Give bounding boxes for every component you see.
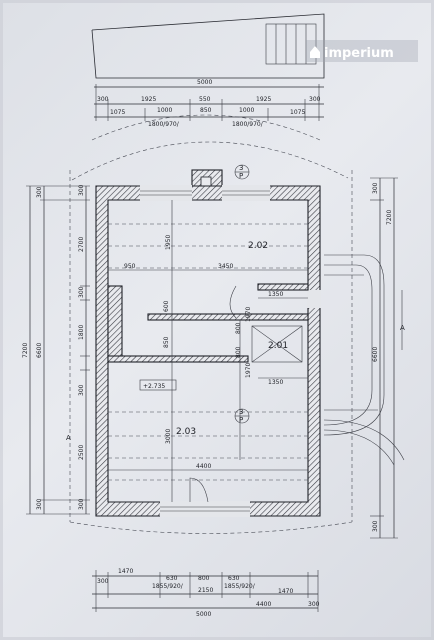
level-box [139, 379, 177, 391]
stair-marker-bottom-letter: P [239, 416, 243, 424]
dim-left-6: 300 [78, 498, 85, 510]
brand-name: imperium [324, 46, 394, 61]
brand-logo: imperium [306, 40, 418, 62]
dim-bottom-r1-2: 800 [198, 575, 210, 582]
roof-outline [69, 114, 353, 534]
dim-right-1: 300 [372, 520, 379, 532]
dim-1350-bottom: 1350 [268, 379, 283, 386]
dim-left-small-bottom: 300 [36, 498, 43, 510]
dim-top-r1-2: 550 [199, 96, 211, 103]
room-label-2-03: 2.03 [176, 427, 196, 437]
dim-bottom-r2-3: 1855/920/ [224, 583, 256, 590]
interior-walls [107, 283, 309, 363]
dim-top-r2-0: 1075 [110, 109, 125, 116]
bottom-dimensions: 1470 630 800 630 1470 300 1855/920/ 2150… [92, 568, 320, 618]
dim-right-0: 300 [372, 182, 379, 194]
dim-850: 850 [163, 336, 170, 348]
dim-bottom-r2-4: 4400 [256, 601, 271, 608]
dim-1970a: 1970 [245, 307, 252, 322]
interior-dim-lines [108, 269, 308, 471]
dim-top-r1-0: 300 [97, 96, 109, 103]
dim-1950: 1950 [165, 235, 172, 250]
dim-left-1: 2700 [78, 237, 85, 252]
floor-structure [108, 200, 308, 502]
dim-800b: 800 [235, 346, 242, 358]
dim-top-r2-1: 1000 [157, 107, 172, 114]
dim-top-opening-0: 1800/970/ [148, 121, 180, 128]
stair-marker-bottom: 3 P [234, 408, 250, 424]
dim-left-small-top: 300 [36, 186, 43, 198]
dim-top-r2-4: 1075 [290, 109, 305, 116]
dim-3000: 3000 [165, 429, 172, 444]
dim-left-total-inner: 6600 [36, 343, 43, 358]
stair-marker-bottom-num: 3 [239, 408, 243, 416]
dim-600: 600 [163, 300, 170, 312]
dim-800a: 800 [235, 322, 242, 334]
dim-left-0: 300 [78, 184, 85, 196]
stair-marker-top-letter: P [239, 172, 243, 180]
right-dimensions: 300 300 7200 6600 [370, 177, 398, 539]
dim-left-total-outer: 7200 [22, 343, 29, 358]
dim-bottom-r1-1: 630 [166, 575, 178, 582]
dim-1970b: 1970 [245, 363, 252, 378]
exterior-steps [323, 254, 405, 466]
dim-right-total-outer: 7200 [386, 210, 393, 225]
dim-top-r2-3: 1000 [239, 107, 254, 114]
entrance-door [189, 285, 237, 503]
dim-left-5: 2500 [78, 445, 85, 460]
dim-top-r1-1: 1925 [141, 96, 156, 103]
exterior-walls [95, 185, 321, 517]
dim-bottom-r1-3: 630 [228, 575, 240, 582]
dim-bottom-overall: 5000 [196, 611, 211, 618]
dim-bottom-r1-0: 1470 [118, 568, 133, 575]
dim-top-r1-4: 300 [309, 96, 321, 103]
level-label: +2.735 [143, 383, 165, 390]
dim-4400: 4400 [196, 463, 211, 470]
room-label-2-02: 2.02 [248, 241, 268, 251]
dim-bottom-r2-1: 1855/920/ [152, 583, 184, 590]
dim-top-r2-2: 850 [200, 107, 212, 114]
upper-sheet-outline [91, 13, 325, 79]
dim-bottom-r2-0: 300 [97, 578, 109, 585]
dim-right-total-inner: 6600 [372, 347, 379, 362]
dim-top-opening-1: 1800/970/ [232, 121, 264, 128]
dim-top-r1-3: 1925 [256, 96, 271, 103]
stair-marker-top: 3 P [234, 164, 250, 180]
dim-3450: 3450 [218, 263, 233, 270]
dim-left-3: 1800 [78, 325, 85, 340]
dim-bottom-r1-4: 1470 [278, 588, 293, 595]
dim-1350-top: 1350 [268, 291, 283, 298]
stair-marker-top-num: 3 [239, 164, 243, 172]
dim-bottom-r2-2: 2150 [198, 587, 213, 594]
window-glazing [140, 190, 270, 512]
dim-bottom-r2-5: 300 [308, 601, 320, 608]
dim-left-2: 300 [78, 286, 85, 298]
section-mark-right: A [400, 324, 405, 332]
house-icon [310, 46, 320, 58]
top-dimensions: 5000 300 1925 550 1925 300 1075 1000 850… [94, 79, 324, 128]
section-mark-left: A [66, 434, 71, 442]
dim-left-4: 300 [78, 384, 85, 396]
dim-top-overall: 5000 [197, 79, 212, 86]
left-dimensions: 300 2700 300 1800 300 2500 300 7200 6600… [22, 184, 90, 515]
dim-950: 950 [124, 263, 136, 270]
room-label-2-01: 2.01 [268, 341, 288, 351]
stair-opening [251, 325, 303, 363]
